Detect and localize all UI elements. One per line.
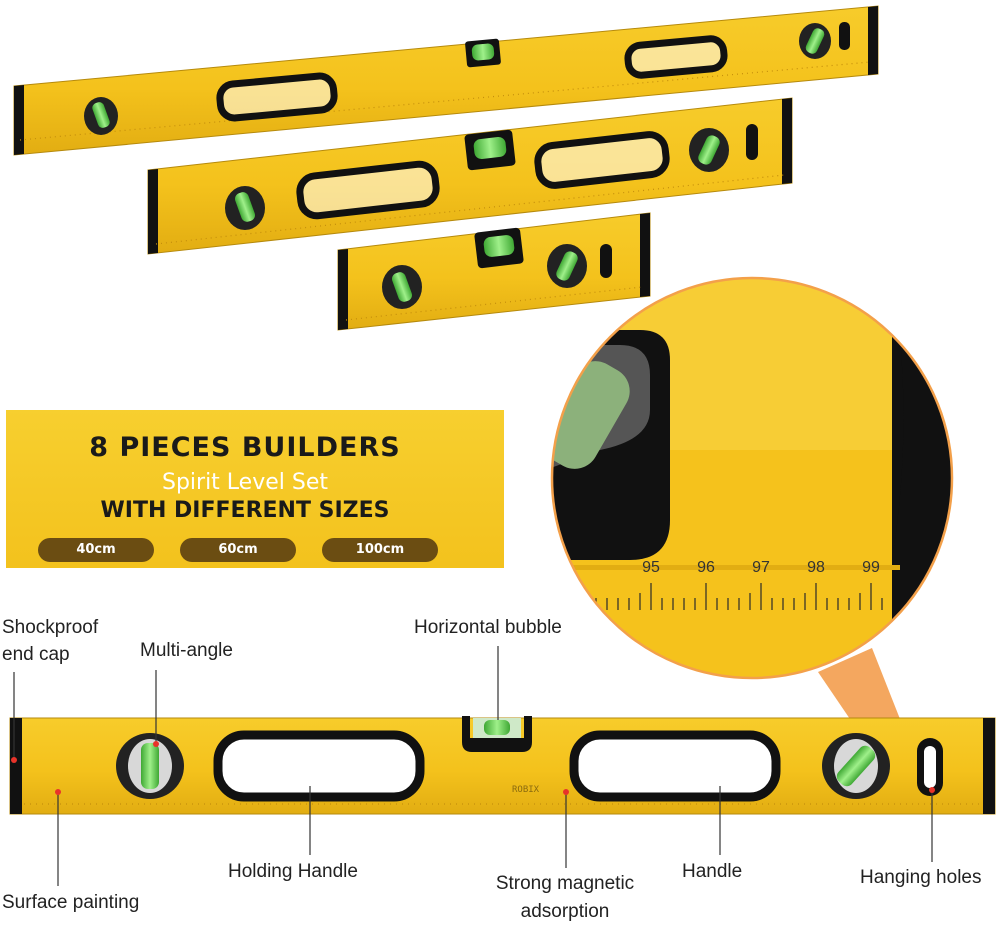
banner-subheadline: Spirit Level Set bbox=[161, 470, 328, 495]
callout-multi-angle: Multi-angle bbox=[140, 640, 233, 661]
level-brand-marking: ROBIX bbox=[512, 785, 540, 795]
size-badge-60: 60cm bbox=[180, 538, 296, 562]
ruler-tick-label: 98 bbox=[807, 559, 825, 576]
callout-hanging-holes: Hanging holes bbox=[860, 867, 982, 888]
ruler-tick-label: 96 bbox=[697, 559, 715, 576]
level-40cm bbox=[337, 212, 651, 331]
level-60cm bbox=[147, 97, 793, 255]
callout-shockproof: Shockproof bbox=[2, 617, 99, 638]
banner-headline: 8 PIECES BUILDERS bbox=[89, 432, 401, 463]
level-annotated: ROBIX bbox=[9, 716, 996, 815]
callout-surface-painting: Surface painting bbox=[2, 892, 140, 913]
callout-dots bbox=[11, 741, 935, 795]
size-badge-100: 100cm bbox=[322, 538, 438, 562]
callout-horizontal-bubble: Horizontal bubble bbox=[414, 617, 562, 638]
level-100cm bbox=[13, 5, 879, 156]
ruler-tick-label: 97 bbox=[752, 559, 770, 576]
size-badge-40: 40cm bbox=[38, 538, 154, 562]
callout-end-cap: end cap bbox=[2, 644, 70, 665]
ruler-tick-label: 95 bbox=[642, 559, 660, 576]
product-banner: 8 PIECES BUILDERS Spirit Level Set WITH … bbox=[6, 410, 504, 568]
callout-strong-magnetic: Strong magnetic bbox=[495, 873, 635, 894]
callout-handle: Handle bbox=[682, 861, 743, 882]
banner-tagline: WITH DIFFERENT SIZES bbox=[100, 498, 390, 523]
ruler-tick-label: 99 bbox=[862, 559, 880, 576]
callout-adsorption: adsorption bbox=[520, 901, 610, 922]
callout-holding-handle: Holding Handle bbox=[228, 861, 358, 882]
callout-leaders bbox=[13, 646, 933, 886]
